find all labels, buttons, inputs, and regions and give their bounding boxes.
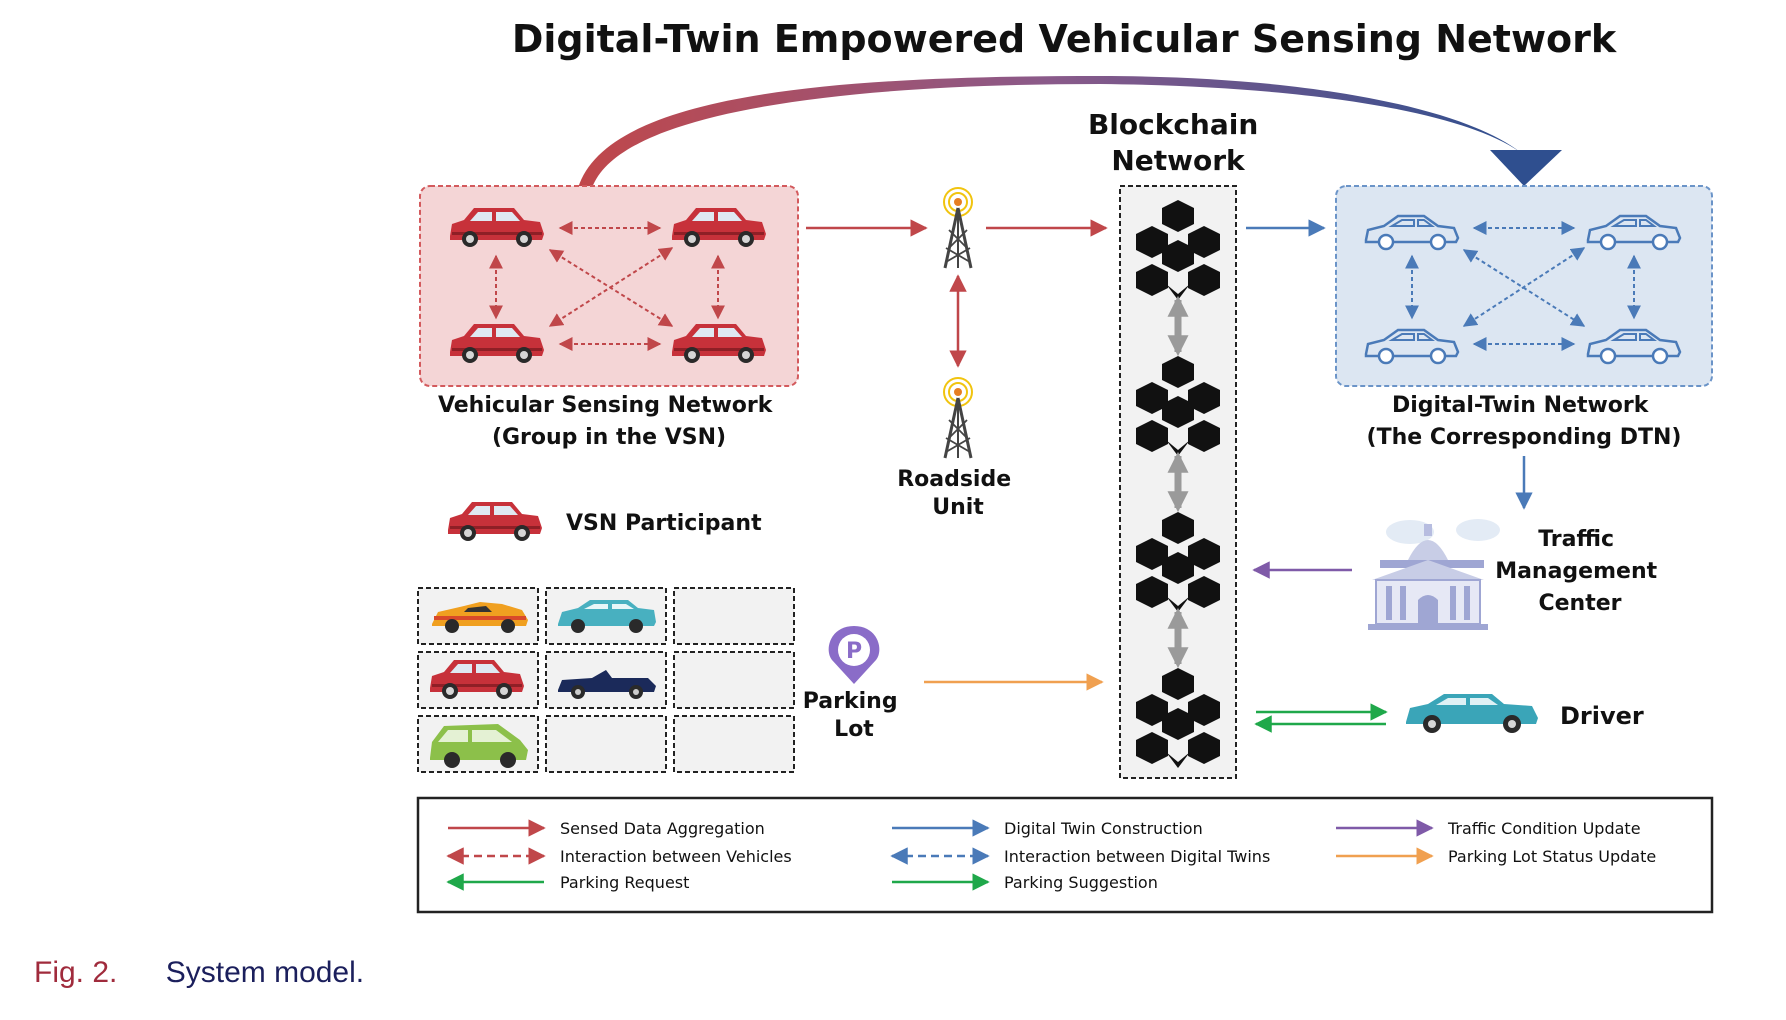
legend-item-twin-interaction: Interaction between Digital Twins [890,847,1270,866]
legend-label: Interaction between Vehicles [560,847,792,866]
legend-box [416,796,1714,914]
legend-label: Digital Twin Construction [1004,819,1203,838]
diagram-title: Digital-Twin Empowered Vehicular Sensing… [512,17,1617,61]
legend-label: Interaction between Digital Twins [1004,847,1270,866]
parked-green-van-icon [430,724,528,768]
twin-interaction-arrows [1405,221,1641,351]
figure-number: Fig. 2. [34,956,118,989]
figure-caption-text: System model. [165,956,365,989]
driver-label: Driver [1560,702,1644,730]
tmc-label: Traffic Management Center [1495,527,1665,616]
legend-label: Sensed Data Aggregation [560,819,765,838]
roadside-unit-label: Roadside Unit [897,467,1019,520]
parked-sports-car-icon [432,602,528,633]
legend-label: Parking Request [560,873,689,892]
traffic-management-center-icon [1368,519,1500,630]
legend-item-parking-request: Parking Request [446,873,689,892]
legend-label: Traffic Condition Update [1447,819,1641,838]
participant-car-icon [448,502,542,541]
parked-convertible-icon [558,670,656,699]
curved-flow-arrow [578,76,1562,188]
participant-label: VSN Participant [566,511,762,536]
parked-teal-car-icon [558,600,656,633]
figure-caption: Fig. 2. System model. [34,956,364,990]
legend: Sensed Data Aggregation Interaction betw… [446,819,1656,892]
roadside-antenna-icon [942,376,974,460]
parking-pin-icon: P [828,626,880,684]
legend-item-sensed-data: Sensed Data Aggregation [448,819,765,838]
legend-item-twin-construction: Digital Twin Construction [892,819,1203,838]
dtn-label: Digital-Twin Network (The Corresponding … [1367,393,1682,450]
blockchain-label: Blockchain Network [1088,108,1268,177]
driver-car-icon [1406,694,1538,733]
vehicle-interaction-arrows [489,221,725,351]
legend-item-traffic-update: Traffic Condition Update [1336,819,1641,838]
svg-text:P: P [846,639,862,664]
legend-label: Parking Lot Status Update [1448,847,1656,866]
vsn-label: Vehicular Sensing Network (Group in the … [438,393,780,450]
parking-lot-label: Parking Lot [803,689,905,742]
legend-label: Parking Suggestion [1004,873,1158,892]
legend-item-vehicle-interaction: Interaction between Vehicles [446,847,792,866]
roadside-antenna-icon [942,186,974,270]
legend-item-parking-status: Parking Lot Status Update [1336,847,1656,866]
legend-item-parking-suggestion: Parking Suggestion [892,873,1158,892]
